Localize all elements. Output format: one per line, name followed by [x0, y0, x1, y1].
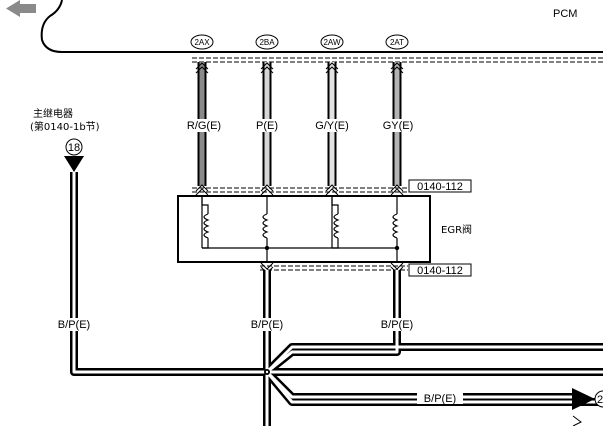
wire-label-rg: R/G(E) [187, 120, 221, 132]
back-arrow-icon[interactable] [6, 0, 36, 17]
pin-label: 2AT [390, 38, 404, 47]
egr-valve-label: EGR阀 [441, 223, 472, 236]
connector-lower: 0140-112 [260, 262, 472, 277]
pin-2ax: 2AX [190, 34, 214, 50]
pcm-side-chevrons [195, 62, 404, 74]
out-ref-circle: 2 [594, 390, 603, 408]
relay-ref: (第0140-1b节) [30, 120, 100, 133]
pcm-boundary [40, 0, 603, 53]
wire-label-p: P(E) [256, 120, 278, 132]
pcm-connector-band [192, 57, 603, 63]
connector-upper-label: 0140-112 [417, 181, 463, 193]
relay-arrow-icon [64, 156, 84, 172]
out-arrow-icon [572, 388, 595, 410]
relay-name: 主继电器 [33, 107, 73, 120]
wire-label-bp-left: B/P(E) [58, 319, 90, 331]
connector-upper: 0140-112 [192, 179, 472, 196]
out-circle-number: 2 [597, 394, 603, 406]
wire-label-gy: GY(E) [383, 120, 414, 132]
relay-ref-circle: 18 [65, 138, 83, 156]
bp-harness [70, 172, 603, 426]
coil-group [201, 196, 399, 262]
egr-valve: EGR阀 [177, 195, 472, 263]
pin-2at: 2AT [385, 34, 409, 50]
wire-label-bp-out: B/P(E) [424, 393, 456, 405]
relay-circle-number: 18 [68, 142, 80, 154]
pin-label: 2AX [194, 38, 210, 47]
connector-lower-label: 0140-112 [417, 265, 463, 277]
wire-label-gy-y: G/Y(E) [315, 120, 349, 132]
wire-label-bp-center: B/P(E) [251, 319, 283, 331]
bottom-partial-mark [572, 415, 582, 426]
pin-2aw: 2AW [320, 34, 344, 50]
pin-label: 2AW [323, 38, 340, 47]
pin-2ba: 2BA [255, 34, 279, 50]
pcm-label: PCM [553, 8, 577, 20]
wire-label-bp-right: B/P(E) [381, 319, 413, 331]
pin-label: 2BA [259, 38, 275, 47]
